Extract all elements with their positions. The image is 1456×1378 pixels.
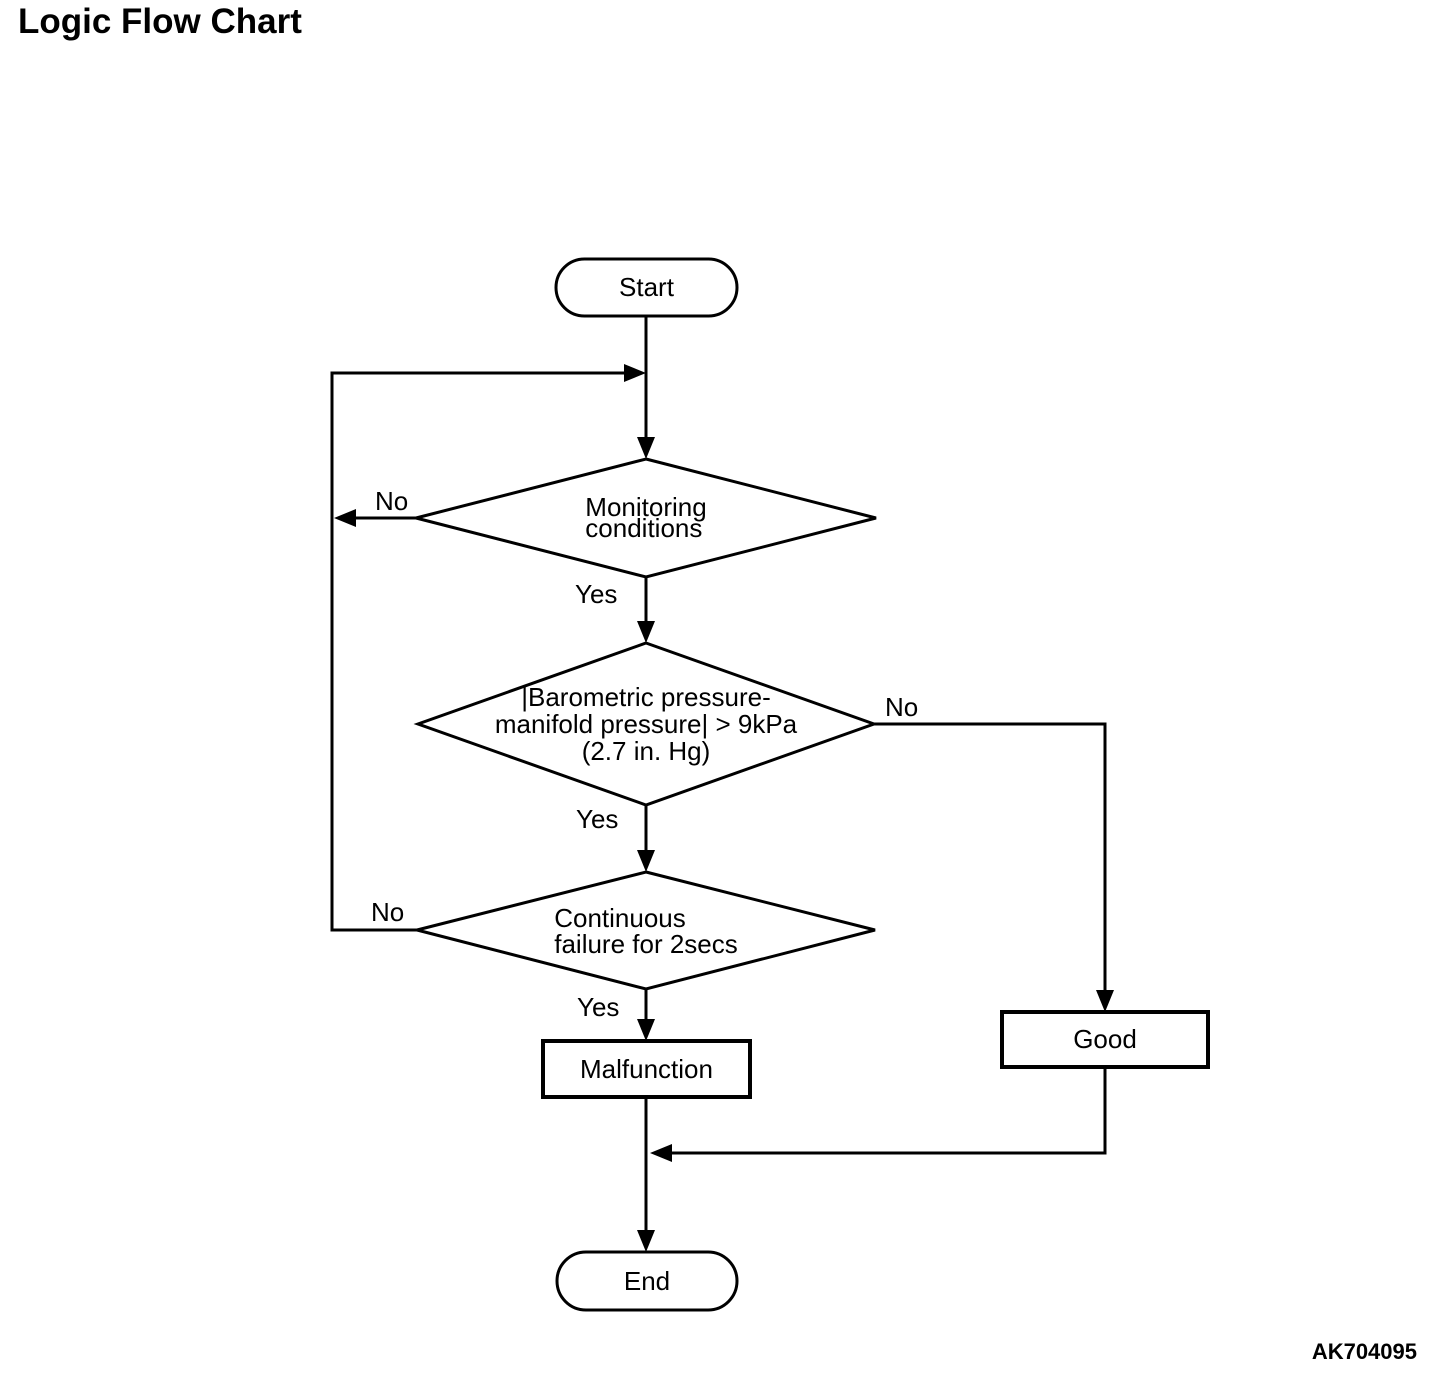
node-continuous-shape [416,870,876,991]
arrowhead-pressure-no [1096,990,1114,1012]
node-pressure-shape [413,641,879,807]
node-malfunction-shape [541,1039,752,1099]
arrowhead-pressure-yes [637,850,655,872]
arrowhead-monitoring-yes [637,621,655,643]
loop-return-line [330,371,626,932]
node-monitoring-shape [415,457,877,579]
arrowhead-into-monitoring [637,437,655,459]
arrowhead-into-end [637,1230,655,1252]
node-good-shape [1000,1010,1210,1069]
arrowhead-good-merge [650,1144,672,1162]
edge-pressure-no [874,722,1107,992]
edge-good-merge [671,1067,1107,1155]
arrowhead-continuous-yes [637,1019,655,1041]
arrowhead-loop-junction [624,364,646,382]
node-start-shape [554,257,739,318]
arrowhead-monitoring-no [334,509,356,527]
node-end-shape [555,1250,739,1312]
page-title: Logic Flow Chart [18,2,302,41]
figure-code: AK704095 [1311,1339,1417,1364]
